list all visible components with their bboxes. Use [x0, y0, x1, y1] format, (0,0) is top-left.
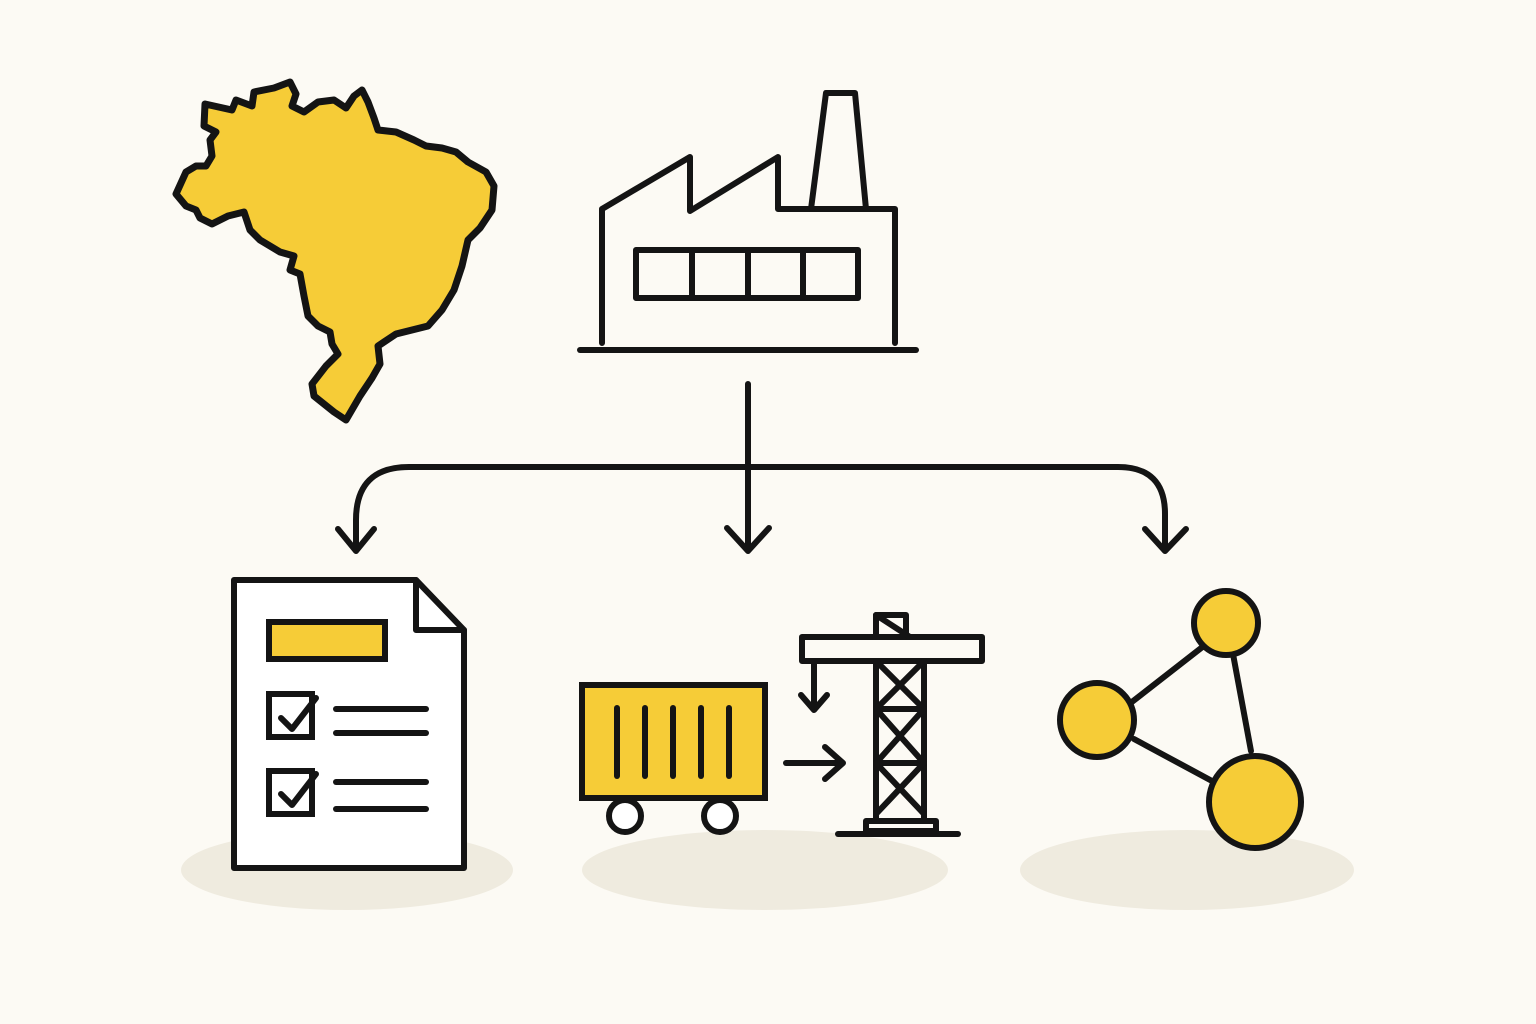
crane-base — [863, 818, 939, 834]
crane-hook — [798, 692, 830, 713]
brazil-map-icon — [172, 78, 498, 424]
checkmark-1 — [278, 695, 319, 732]
checklist-row-1 — [266, 691, 429, 740]
crane-mast-top — [873, 612, 909, 640]
network-nodes-icon — [1057, 588, 1304, 851]
shipping-container — [579, 682, 768, 801]
edge-left-top — [1125, 642, 1208, 708]
edge-left-bottom — [1131, 736, 1215, 784]
arrowhead-right — [1142, 526, 1189, 554]
container-crane-icon — [579, 612, 985, 837]
factory-chimney — [808, 90, 869, 212]
factory-outline — [599, 154, 898, 346]
wheel-left — [606, 797, 644, 835]
arrowhead-center — [724, 525, 772, 554]
document-checklist-icon — [231, 577, 467, 871]
branch-line — [353, 464, 1168, 549]
node-left — [1057, 680, 1137, 760]
checklist-row-2 — [266, 768, 429, 817]
container-shadow — [582, 830, 948, 910]
edge-top-bottom — [1230, 651, 1254, 754]
arrowhead-left — [335, 526, 377, 554]
network-shadow — [1020, 830, 1354, 910]
wheel-right — [701, 797, 739, 835]
document-fold — [413, 577, 467, 633]
crane-jib — [799, 634, 985, 664]
document-title-bar — [266, 619, 388, 662]
trailer-wheels — [606, 797, 739, 835]
factory-icon — [577, 90, 919, 353]
checkmark-2 — [278, 771, 319, 808]
transfer-arrow — [783, 744, 846, 782]
crane-icon — [798, 612, 985, 837]
node-bottom — [1206, 753, 1304, 851]
branch-connectors — [335, 381, 1189, 554]
node-top — [1191, 588, 1261, 658]
